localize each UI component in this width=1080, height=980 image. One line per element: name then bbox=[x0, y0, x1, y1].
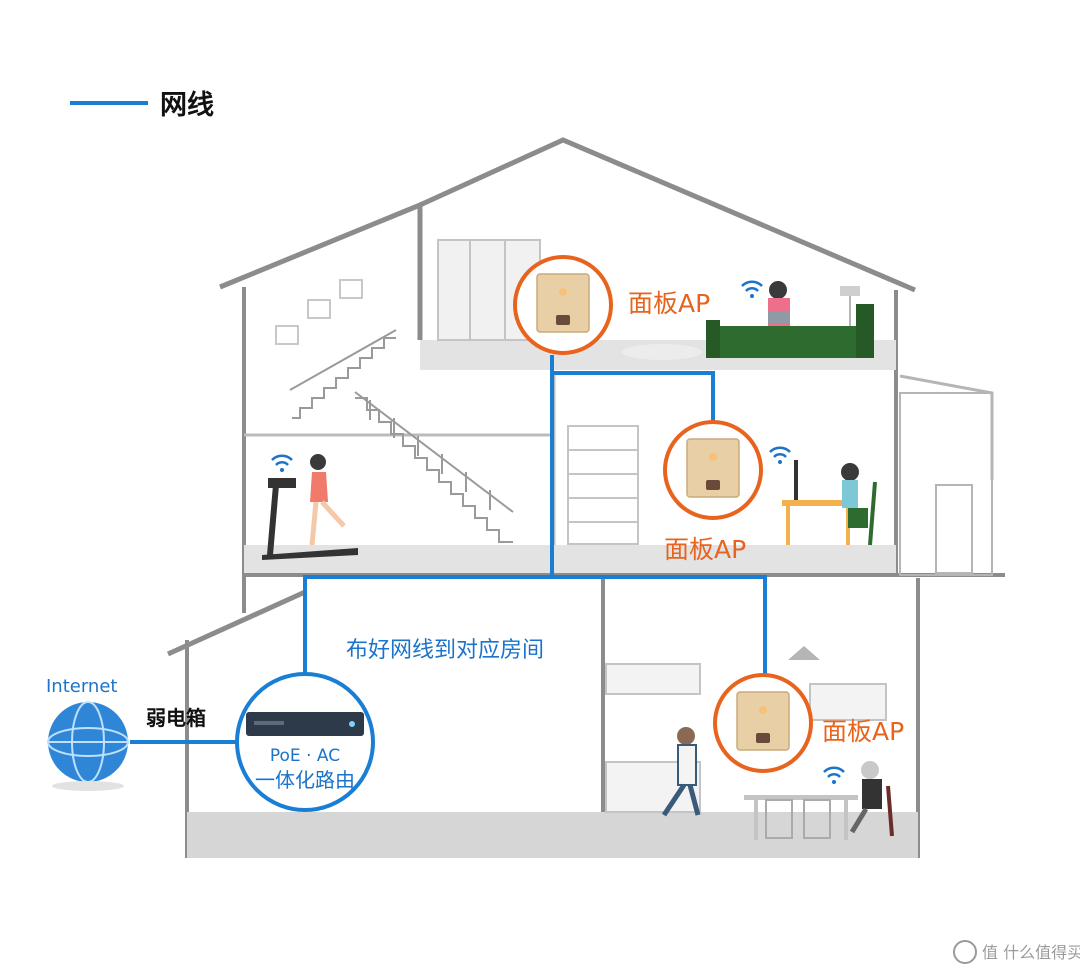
watermark-text: 值 什么值得买 bbox=[982, 943, 1080, 962]
cables bbox=[130, 355, 767, 744]
chef bbox=[661, 727, 701, 817]
router-device-icon bbox=[246, 712, 364, 736]
wifi-icon bbox=[271, 454, 293, 472]
panel-ap-kitchen: 面板AP bbox=[713, 673, 904, 773]
old-man bbox=[849, 761, 894, 837]
panel-ap-attic: 面板AP bbox=[513, 255, 710, 355]
ap-label: 面板AP bbox=[822, 717, 904, 746]
router-callout: PoE · AC 一体化路由 bbox=[235, 672, 375, 812]
panel-ap-study: 面板AP bbox=[663, 420, 763, 564]
treadmill bbox=[262, 478, 358, 560]
internet: Internet bbox=[46, 676, 129, 791]
sofa bbox=[706, 304, 874, 358]
rug bbox=[622, 344, 702, 360]
lower-roof bbox=[166, 589, 307, 657]
staircase bbox=[289, 329, 514, 543]
ap-port-icon bbox=[706, 480, 720, 490]
ground-trunk bbox=[303, 575, 767, 690]
house bbox=[166, 137, 1005, 858]
ap-port-icon bbox=[556, 315, 570, 325]
router-line2: 一体化路由 bbox=[255, 768, 355, 792]
ground-floor bbox=[187, 812, 918, 858]
study-branch bbox=[552, 371, 715, 430]
wall-frame bbox=[275, 325, 299, 345]
main-roof bbox=[418, 137, 916, 293]
ap-led-icon bbox=[759, 706, 767, 714]
annex bbox=[899, 392, 993, 576]
runner bbox=[309, 454, 346, 546]
wifi-icon bbox=[769, 446, 791, 464]
annex-door bbox=[935, 484, 973, 574]
bookshelf bbox=[567, 425, 639, 545]
ap-led-icon bbox=[709, 453, 717, 461]
ap-panel bbox=[536, 273, 590, 333]
wifi-icon bbox=[823, 766, 845, 784]
ap-port-icon bbox=[756, 733, 770, 743]
person-on-sofa bbox=[768, 281, 790, 326]
left-roof bbox=[219, 201, 423, 340]
wifi-icon bbox=[741, 280, 763, 298]
watermark: 值 什么值得买 bbox=[953, 940, 1080, 964]
internet-label: Internet bbox=[46, 676, 117, 697]
ap-panel bbox=[736, 691, 790, 751]
wall-frame bbox=[307, 299, 331, 319]
ap-panel bbox=[686, 438, 740, 498]
watermark-logo-icon bbox=[953, 940, 977, 964]
legend-label: 网线 bbox=[160, 90, 214, 121]
wiring-note: 布好网线到对应房间 bbox=[346, 638, 544, 663]
legend: 网线 bbox=[70, 90, 214, 121]
router-ring bbox=[235, 672, 375, 812]
annex-roof bbox=[899, 374, 994, 480]
weak-box-label: 弱电箱 bbox=[146, 706, 206, 730]
person-at-desk bbox=[841, 463, 877, 546]
router-line1: PoE · AC bbox=[270, 746, 340, 766]
ap-led-icon bbox=[559, 288, 567, 296]
ap-label: 面板AP bbox=[628, 289, 710, 318]
wall-frame bbox=[339, 279, 363, 299]
dining-table bbox=[744, 795, 858, 840]
ceiling-lamp bbox=[788, 646, 820, 660]
ap-label: 面板AP bbox=[664, 535, 746, 564]
